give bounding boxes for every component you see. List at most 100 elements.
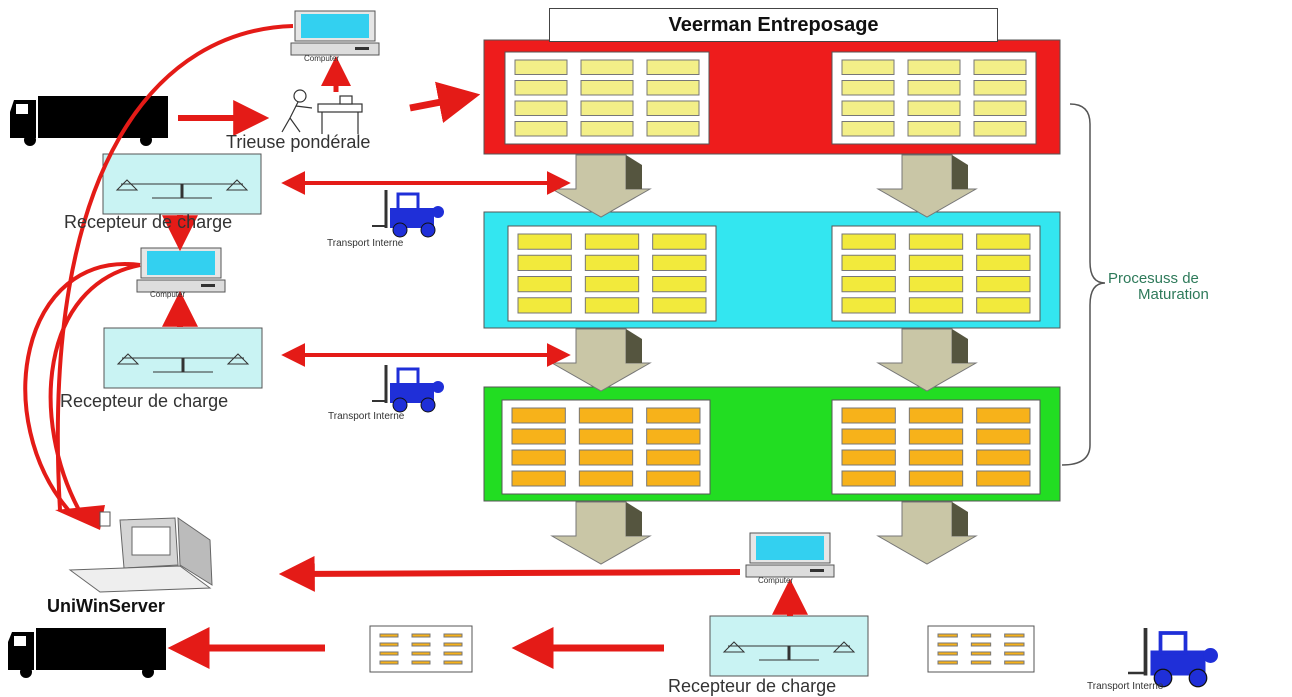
- crate-icon: [970, 642, 992, 647]
- crate-icon: [841, 80, 895, 96]
- crate-icon: [841, 276, 896, 293]
- crate-icon: [908, 233, 964, 250]
- crate-icon: [652, 297, 707, 314]
- forklift-icon: [372, 190, 444, 238]
- worker-icon: [281, 89, 363, 134]
- crate-icon: [379, 633, 399, 638]
- recepteur-label: Recepteur de charge: [668, 676, 837, 696]
- crate-icon: [584, 276, 640, 293]
- crate-icon: [514, 100, 568, 116]
- crate-icon: [908, 428, 964, 445]
- crate-icon: [907, 100, 961, 116]
- process-label: Procesuss de: [1108, 270, 1199, 287]
- transport-label: Transport Interne: [327, 238, 404, 249]
- crate-icon: [514, 59, 568, 75]
- crate-icon: [937, 633, 958, 638]
- crate-icon: [907, 80, 961, 96]
- crate-icon: [937, 642, 958, 647]
- rack-icon: [504, 51, 710, 145]
- crate-icon: [841, 470, 896, 487]
- crate-icon: [411, 642, 431, 647]
- truck-icon: [10, 96, 168, 146]
- crate-icon: [511, 449, 566, 466]
- crate-icon: [646, 59, 700, 75]
- crate-icon: [1004, 660, 1025, 665]
- crate-icon: [841, 297, 896, 314]
- crate-icon: [443, 651, 463, 656]
- rack-icon: [831, 399, 1041, 495]
- rack-icon: [369, 625, 473, 673]
- crate-icon: [976, 233, 1031, 250]
- crate-icon: [443, 642, 463, 647]
- crate-icon: [652, 254, 707, 271]
- crate-icon: [907, 59, 961, 75]
- flow-arrow: [876, 154, 978, 218]
- crate-icon: [908, 297, 964, 314]
- recepteur-label: Recepteur de charge: [64, 212, 233, 232]
- crate-icon: [841, 121, 895, 137]
- rack-icon: [831, 51, 1037, 145]
- crate-icon: [973, 80, 1027, 96]
- rack-icon: [501, 399, 711, 495]
- link-curve: [55, 24, 294, 511]
- crate-icon: [937, 651, 958, 656]
- crate-icon: [976, 254, 1031, 271]
- crate-icon: [970, 633, 992, 638]
- crate-icon: [841, 254, 896, 271]
- crate-icon: [976, 297, 1031, 314]
- crate-icon: [514, 121, 568, 137]
- crate-icon: [580, 121, 634, 137]
- crate-icon: [652, 276, 707, 293]
- crate-icon: [511, 428, 566, 445]
- crate-icon: [976, 428, 1031, 445]
- crate-icon: [646, 470, 701, 487]
- crate-icon: [908, 407, 964, 424]
- scale-icon: [103, 327, 263, 389]
- crate-icon: [379, 651, 399, 656]
- crate-icon: [517, 233, 572, 250]
- computer-label: Computer: [150, 290, 186, 299]
- scale-icon: [709, 615, 869, 677]
- rack-icon: [831, 225, 1041, 322]
- forklift-icon: [372, 365, 444, 413]
- flow-arrow: [550, 501, 652, 565]
- recepteur-label: Recepteur de charge: [60, 391, 229, 411]
- crate-icon: [976, 276, 1031, 293]
- crate-icon: [646, 407, 701, 424]
- crate-icon: [517, 297, 572, 314]
- crate-icon: [578, 449, 634, 466]
- computer-icon: [136, 247, 226, 293]
- crate-icon: [976, 470, 1031, 487]
- crate-icon: [841, 59, 895, 75]
- crate-icon: [514, 80, 568, 96]
- crate-icon: [646, 121, 700, 137]
- forklift-icon: [1128, 628, 1218, 688]
- maturation-bracket: [1061, 103, 1106, 466]
- crate-icon: [646, 428, 701, 445]
- crate-icon: [937, 660, 958, 665]
- crate-icon: [511, 407, 566, 424]
- crate-icon: [907, 121, 961, 137]
- crate-icon: [652, 233, 707, 250]
- computer-icon: [290, 10, 380, 56]
- crate-icon: [646, 80, 700, 96]
- crate-icon: [976, 449, 1031, 466]
- transport-label: Transport Interne: [328, 411, 405, 422]
- crate-icon: [578, 470, 634, 487]
- crate-icon: [511, 470, 566, 487]
- crate-icon: [584, 297, 640, 314]
- crate-icon: [443, 660, 463, 665]
- crate-icon: [841, 449, 896, 466]
- transport-label: Transport Interne: [1087, 681, 1164, 692]
- server-icon: [68, 517, 213, 593]
- flow-arrow: [876, 328, 978, 392]
- flow-arrow: [876, 501, 978, 565]
- crate-icon: [1004, 642, 1025, 647]
- computer-icon: [745, 532, 835, 578]
- crate-icon: [443, 633, 463, 638]
- scale-icon: [102, 153, 262, 215]
- crate-icon: [379, 660, 399, 665]
- process-label-2: Maturation: [1138, 286, 1209, 303]
- computer-label: Computer: [758, 576, 794, 585]
